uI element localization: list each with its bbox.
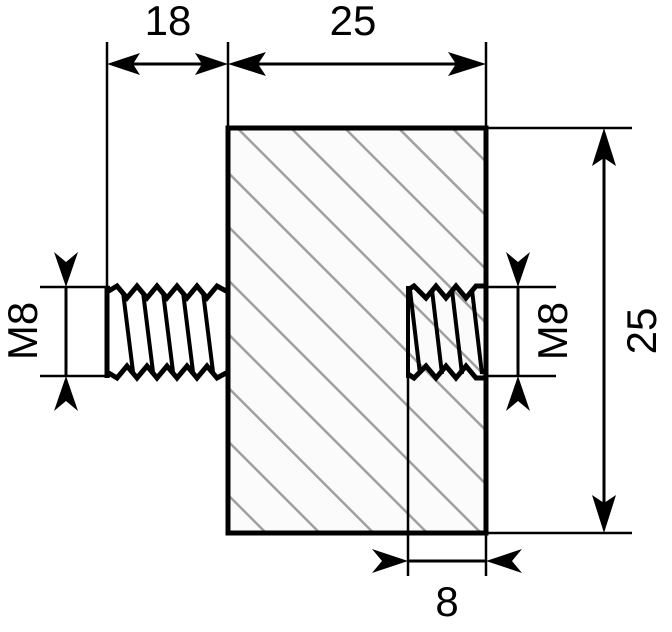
external-thread-m8 xyxy=(104,282,231,382)
dimension-body-height: 25 xyxy=(486,126,665,535)
hatched-body xyxy=(225,125,489,536)
dimension-label-18: 18 xyxy=(145,0,192,44)
dimension-label-25-height: 25 xyxy=(618,308,665,355)
dimension-body-width: 25 xyxy=(228,0,486,76)
dimension-external-thread: M8 xyxy=(0,252,110,411)
dimension-label-m8-right: M8 xyxy=(529,302,576,360)
dimension-internal-thread: M8 xyxy=(486,252,576,411)
dimension-label-25-width: 25 xyxy=(330,0,377,44)
dimension-hole-depth: 8 xyxy=(372,533,522,625)
dimension-stud-length: 18 xyxy=(107,0,228,75)
dimension-label-8: 8 xyxy=(435,578,458,625)
internal-thread-m8 xyxy=(406,282,486,382)
dimension-label-m8-left: M8 xyxy=(0,302,46,360)
